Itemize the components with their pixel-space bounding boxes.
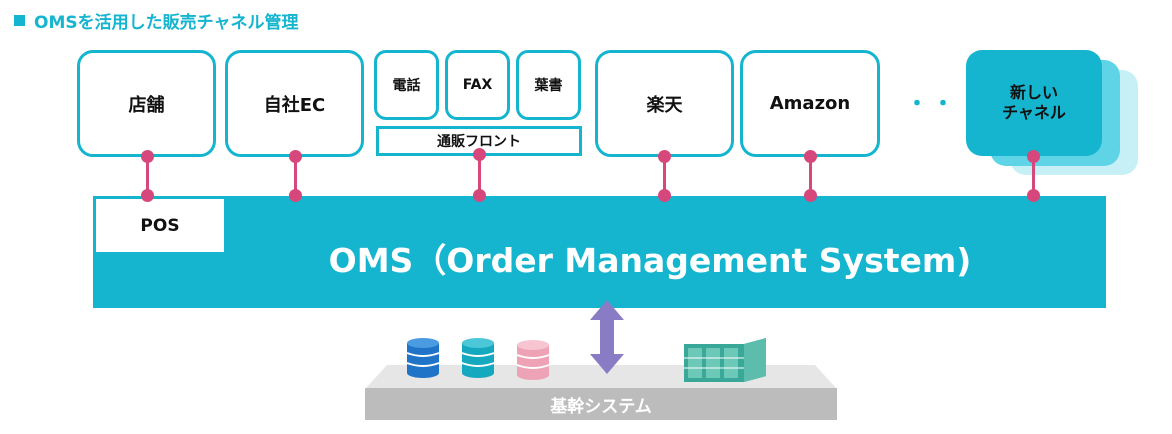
connector-dot (804, 150, 817, 163)
connector-dot (1027, 189, 1040, 202)
connector-dot (804, 189, 817, 202)
database-icon (516, 340, 550, 380)
channel-fax-label: FAX (462, 77, 493, 93)
channel-rakuten-label: 楽天 (646, 94, 683, 116)
channel-store: 店舗 (77, 50, 216, 157)
connector-rakuten (663, 156, 666, 196)
pos-label: POS (140, 215, 180, 236)
channel-amazon-label: Amazon (769, 93, 851, 114)
channel-own-ec-label: 自社EC (263, 94, 326, 116)
page-title-text: OMSを活用した販売チャネル管理 (34, 13, 299, 33)
channel-postcard-label: 葉書 (534, 78, 563, 94)
connector-store (146, 156, 149, 196)
connector-dot (1027, 150, 1040, 163)
new-channel-label-line2: チャネル (1002, 103, 1066, 122)
connector-dot (658, 189, 671, 202)
title-square-icon (14, 15, 25, 26)
channel-phone-label: 電話 (392, 78, 421, 94)
oms-bar (93, 196, 1106, 308)
pos-box: POS (93, 196, 233, 260)
channel-new: 新しい チャネル (966, 50, 1102, 156)
database-icon (406, 338, 440, 378)
channel-phone: 電話 (374, 50, 439, 120)
connector-dot (141, 189, 154, 202)
oms-title-text: OMS（Order Management System) (328, 241, 972, 280)
connector-dot (658, 150, 671, 163)
connector-mail-order (478, 156, 481, 196)
oms-title: OMS（Order Management System) (240, 228, 1060, 288)
connector-amazon (809, 156, 812, 196)
connector-dot (473, 148, 486, 161)
backend-system: 基幹システム (365, 388, 837, 420)
backend-system-label: 基幹システム (550, 396, 652, 417)
channel-store-label: 店舗 (128, 94, 165, 116)
mail-order-front-label: 通販フロント (437, 134, 521, 150)
new-channel-label-line1: 新しい (1009, 83, 1058, 102)
connector-dot (289, 189, 302, 202)
channel-own-ec: 自社EC (225, 50, 364, 157)
channel-fax: FAX (445, 50, 510, 120)
page-title: OMSを活用した販売チャネル管理 (14, 8, 298, 33)
channel-rakuten: 楽天 (595, 50, 734, 157)
connector-new-channel (1032, 156, 1035, 196)
connector-dot (141, 150, 154, 163)
connector-dot (289, 150, 302, 163)
channel-amazon: Amazon (740, 50, 880, 157)
connector-dot (473, 189, 486, 202)
connector-own-ec (294, 156, 297, 196)
server-icon (684, 338, 766, 382)
channel-postcard: 葉書 (516, 50, 581, 120)
database-icon (461, 338, 495, 378)
sync-arrow-icon (590, 300, 624, 374)
